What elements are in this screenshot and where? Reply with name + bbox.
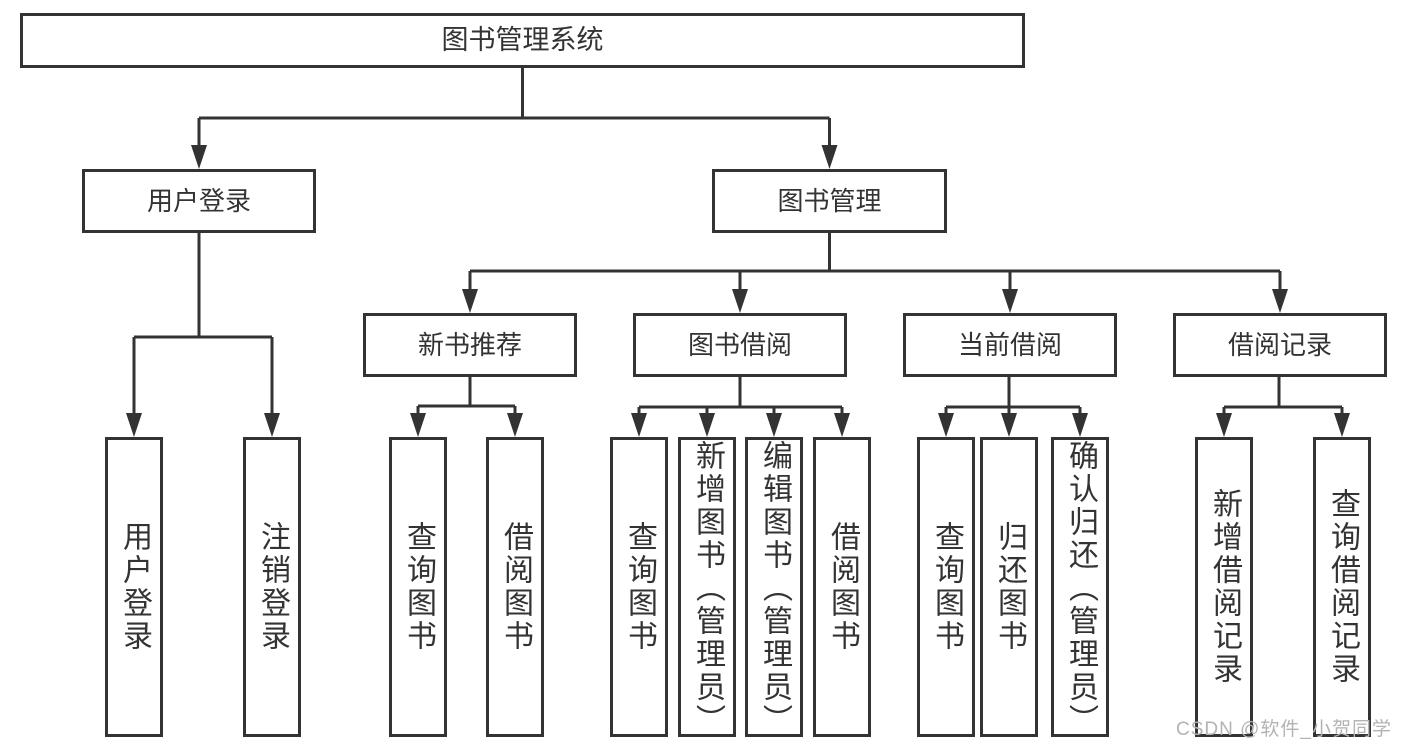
leaf-logout-label: 注销登录 — [256, 521, 289, 653]
leaf-logout: 注销登录 — [243, 437, 301, 737]
leaf-add-book-admin-label: 新增图书（管理员） — [691, 440, 724, 737]
node-book-management-label: 图书管理 — [777, 186, 882, 216]
node-root: 图书管理系统 — [20, 13, 1025, 68]
leaf-confirm-return-admin: 确认归还（管理员） — [1051, 437, 1109, 737]
leaf-user-login: 用户登录 — [105, 437, 163, 737]
leaf-add-borrow-record: 新增借阅记录 — [1195, 437, 1253, 737]
leaf-query-books-borrow-label: 查询图书 — [623, 521, 656, 653]
node-root-label: 图书管理系统 — [441, 25, 604, 55]
leaf-query-books-current: 查询图书 — [917, 437, 975, 737]
node-current-borrow: 当前借阅 — [903, 313, 1117, 377]
leaf-return-book-label: 归还图书 — [993, 521, 1026, 653]
leaf-query-books-borrow: 查询图书 — [610, 437, 668, 737]
node-user-login-label: 用户登录 — [146, 186, 251, 216]
leaf-user-login-label: 用户登录 — [118, 521, 151, 653]
leaf-borrow-books-recommend: 借阅图书 — [486, 437, 544, 737]
leaf-borrow-books-recommend-label: 借阅图书 — [499, 521, 532, 653]
node-new-book-recommend-label: 新书推荐 — [417, 330, 522, 360]
leaf-query-borrow-record: 查询借阅记录 — [1313, 437, 1371, 737]
leaf-add-book-admin: 新增图书（管理员） — [678, 437, 736, 737]
csdn-watermark: CSDN @软件_小贺同学 — [1176, 719, 1392, 740]
node-borrow-records-label: 借阅记录 — [1227, 330, 1332, 360]
node-borrow-records: 借阅记录 — [1173, 313, 1387, 377]
leaf-borrow-books-borrow: 借阅图书 — [813, 437, 871, 737]
node-new-book-recommend: 新书推荐 — [363, 313, 577, 377]
leaf-borrow-books-borrow-label: 借阅图书 — [826, 521, 859, 653]
leaf-query-borrow-record-label: 查询借阅记录 — [1326, 488, 1359, 686]
leaf-confirm-return-admin-label: 确认归还（管理员） — [1064, 440, 1097, 737]
leaf-query-books-recommend-label: 查询图书 — [402, 521, 435, 653]
connector-paths — [132, 68, 1344, 418]
node-current-borrow-label: 当前借阅 — [957, 330, 1062, 360]
node-book-borrow-label: 图书借阅 — [687, 330, 792, 360]
leaf-query-books-current-label: 查询图书 — [930, 521, 963, 653]
leaf-return-book: 归还图书 — [980, 437, 1038, 737]
leaf-edit-book-admin-label: 编辑图书（管理员） — [758, 440, 791, 737]
arrowheads — [126, 145, 1350, 437]
leaf-query-books-recommend: 查询图书 — [389, 437, 447, 737]
leaf-edit-book-admin: 编辑图书（管理员） — [745, 437, 803, 737]
node-user-login: 用户登录 — [82, 169, 316, 233]
node-book-borrow: 图书借阅 — [633, 313, 847, 377]
leaf-add-borrow-record-label: 新增借阅记录 — [1208, 488, 1241, 686]
node-book-management: 图书管理 — [712, 169, 947, 233]
